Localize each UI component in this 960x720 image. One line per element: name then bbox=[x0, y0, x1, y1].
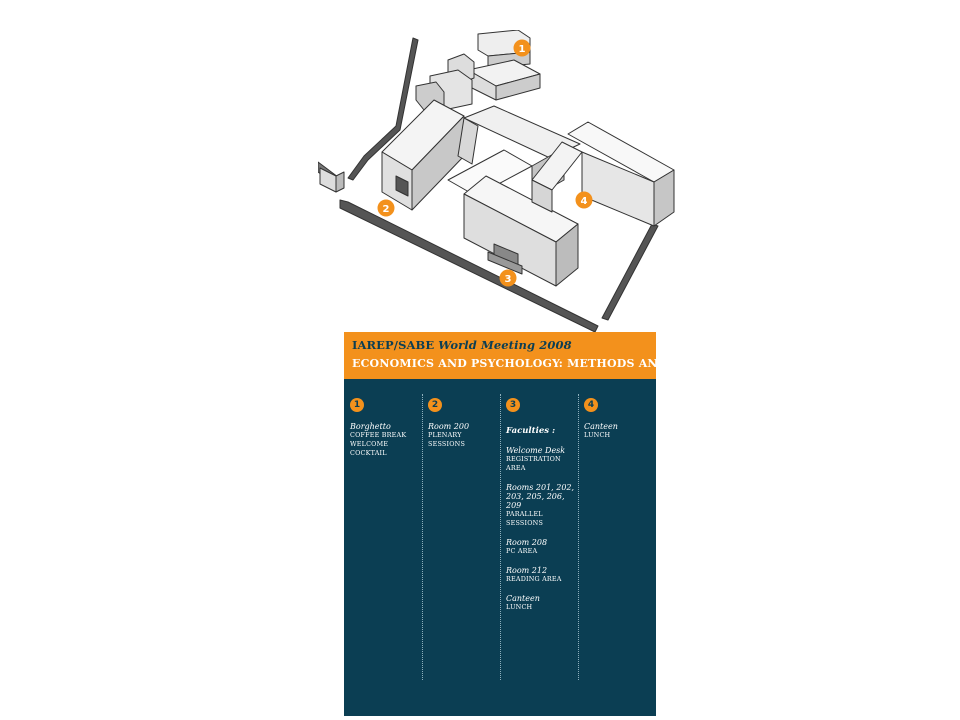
svg-text:1: 1 bbox=[519, 44, 526, 55]
event-org: IAREP/SABE bbox=[352, 338, 435, 352]
entry-subtitle: READING AREA bbox=[506, 575, 562, 583]
entry-subtitle: LUNCH bbox=[584, 431, 611, 439]
legend-entry: Welcome Desk REGISTRATION AREA bbox=[506, 446, 576, 473]
entry-title: Room 208 bbox=[506, 538, 548, 547]
entry-title: Room 200 bbox=[428, 422, 470, 431]
entry-title: Rooms 201, 202, bbox=[506, 483, 575, 492]
map-marker-1[interactable]: 1 bbox=[513, 39, 531, 57]
entry-title: Borghetto bbox=[350, 422, 391, 431]
legend-column-3: 3 Faculties : Welcome Desk REGISTRATION … bbox=[506, 398, 576, 612]
event-theme: ECONOMICS AND PSYCHOLOGY: METHODS AND SY… bbox=[352, 357, 748, 370]
boundary-wall-bottom bbox=[339, 199, 599, 333]
legend-column-4: 4 Canteen LUNCH bbox=[584, 398, 654, 440]
legend-entry: Borghetto COFFEE BREAK WELCOME COCKTAIL bbox=[350, 422, 420, 458]
entry-subtitle: PLENARY SESSIONS bbox=[428, 431, 466, 448]
entry-title: 203, 205, 206, 209 bbox=[506, 492, 565, 510]
entry-subtitle: PC AREA bbox=[506, 547, 538, 555]
legend-column-2: 2 Room 200 PLENARY SESSIONS bbox=[428, 398, 498, 449]
event-title: IAREP/SABE World Meeting 2008 bbox=[352, 338, 572, 352]
event-banner: IAREP/SABE World Meeting 2008 ECONOMICS … bbox=[344, 332, 747, 379]
faculties-heading: Faculties : bbox=[506, 426, 556, 436]
location-number-badge: 3 bbox=[506, 398, 520, 412]
event-name: World Meeting 2008 bbox=[438, 338, 572, 352]
column-divider bbox=[422, 394, 423, 680]
legend-panel: IAREP/SABE World Meeting 2008 ECONOMICS … bbox=[344, 332, 747, 716]
legend-entry: Room 212 READING AREA bbox=[506, 566, 576, 584]
svg-text:4: 4 bbox=[581, 196, 588, 207]
location-number-badge: 2 bbox=[428, 398, 442, 412]
column-divider bbox=[578, 394, 579, 680]
map-marker-4[interactable]: 4 bbox=[575, 191, 593, 209]
legend-entry: Room 200 PLENARY SESSIONS bbox=[428, 422, 498, 449]
entry-title: Welcome Desk bbox=[506, 446, 566, 455]
entry-title: Canteen bbox=[506, 594, 540, 603]
entry-title: Room 212 bbox=[506, 566, 548, 575]
boundary-wall-right bbox=[601, 223, 659, 321]
entry-subtitle: WELCOME COCKTAIL bbox=[350, 440, 389, 457]
entry-subtitle: LUNCH bbox=[506, 603, 533, 611]
entry-title: Canteen bbox=[584, 422, 618, 431]
map-marker-3[interactable]: 3 bbox=[499, 269, 517, 287]
building-small-left bbox=[319, 167, 337, 193]
legend-entry: Rooms 201, 202, 203, 205, 206, 209 PARAL… bbox=[506, 483, 576, 528]
location-number-badge: 1 bbox=[350, 398, 364, 412]
building-courtyard bbox=[463, 105, 581, 159]
entry-subtitle: COFFEE BREAK bbox=[350, 431, 407, 439]
svg-text:3: 3 bbox=[505, 274, 512, 285]
column-divider bbox=[500, 394, 501, 680]
entry-subtitle: PARALLEL SESSIONS bbox=[506, 510, 544, 527]
map-marker-2[interactable]: 2 bbox=[377, 199, 395, 217]
legend-entry: Room 208 PC AREA bbox=[506, 538, 576, 556]
entry-subtitle: REGISTRATION AREA bbox=[506, 455, 561, 472]
boundary-wall-left bbox=[347, 37, 419, 181]
svg-text:2: 2 bbox=[383, 204, 390, 215]
legend-entry: Canteen LUNCH bbox=[506, 594, 576, 612]
legend-column-1: 1 Borghetto COFFEE BREAK WELCOME COCKTAI… bbox=[350, 398, 420, 458]
location-number-badge: 4 bbox=[584, 398, 598, 412]
campus-map: 1 2 3 4 bbox=[318, 30, 675, 333]
legend-entry: Canteen LUNCH bbox=[584, 422, 654, 440]
